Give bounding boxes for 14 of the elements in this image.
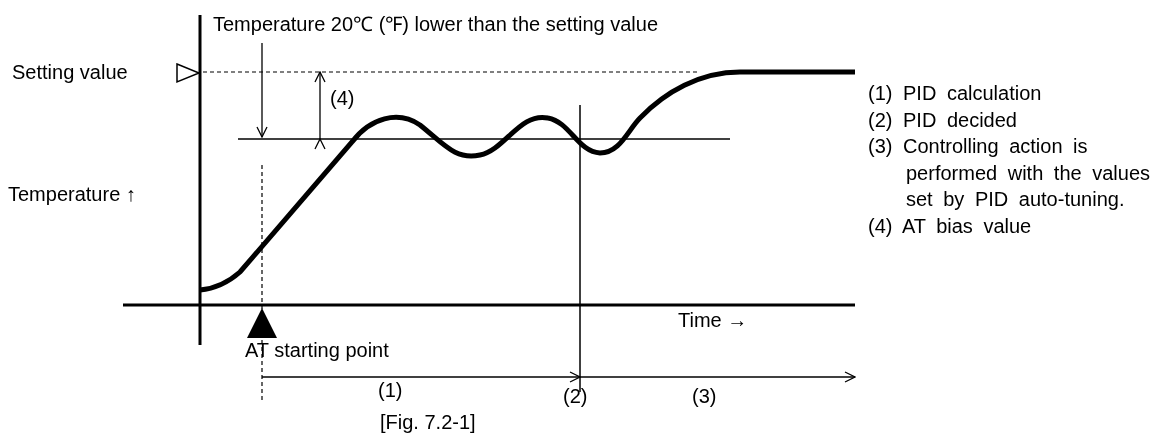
annotation-label: (3)	[692, 384, 717, 408]
annotation-label: (2)	[563, 384, 588, 408]
annotation-label: (1)	[378, 378, 403, 402]
legend-note: (4) AT bias value	[868, 213, 1033, 239]
annotation-label: Temperature ↑	[8, 182, 136, 206]
annotation-label: Time →	[678, 308, 748, 332]
annotation-label: (4)	[330, 86, 355, 110]
annotation-label: Temperature 20℃ (℉) lower than the setting value	[213, 12, 658, 36]
legend-note: (3) Controlling action is performed with the values set by PID auto-tuning.	[868, 134, 1151, 212]
annotation-label: AT starting point	[245, 338, 389, 362]
figure-caption: [Fig. 7.2-1]	[380, 410, 476, 434]
legend-note: (1) PID calculation	[868, 81, 1043, 106]
legend-note: (2) PID decided	[868, 107, 1018, 133]
annotation-label: Setting value	[12, 60, 128, 84]
